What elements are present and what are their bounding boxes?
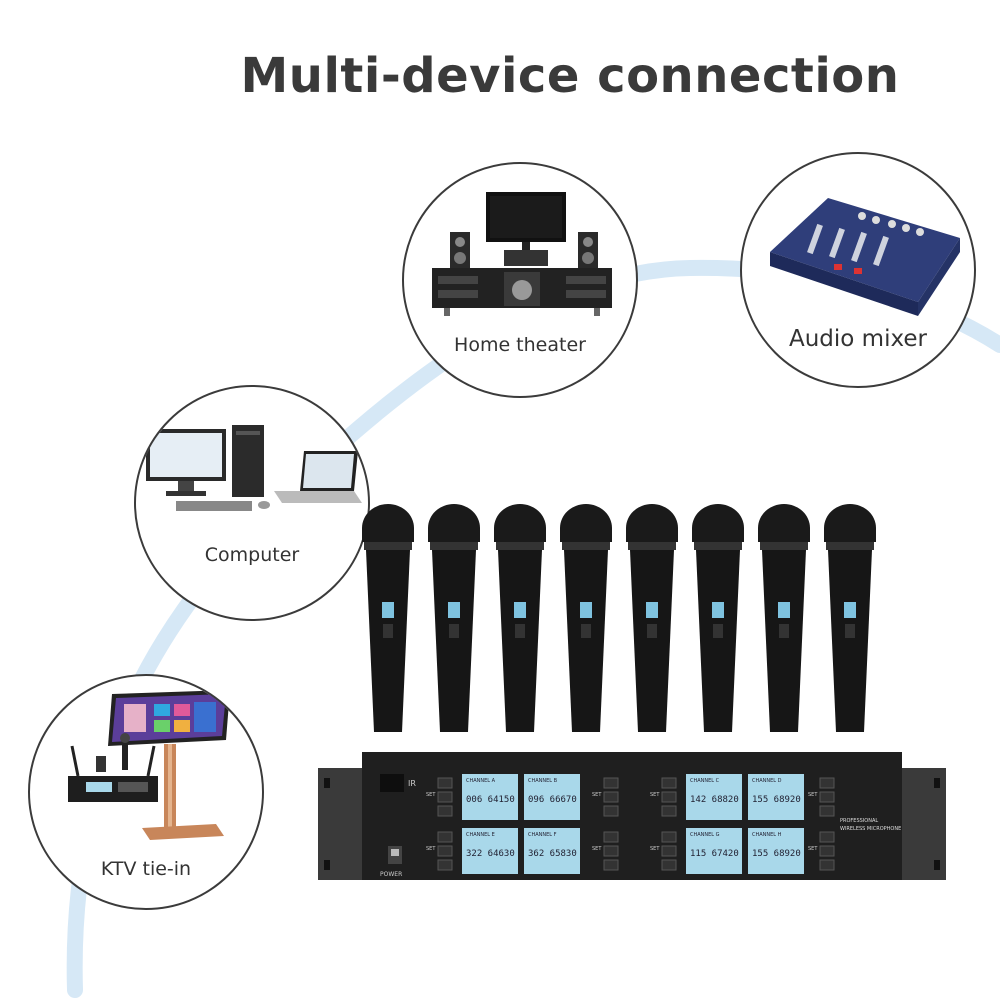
brand-line-1: PROFESSIONAL xyxy=(840,818,878,824)
set-label: SET xyxy=(592,846,602,852)
computer-label: Computer xyxy=(204,544,300,566)
audio-mixer-icon xyxy=(770,198,960,316)
channel-name: CHANNEL A xyxy=(466,778,496,784)
microphone xyxy=(824,504,876,732)
power-label: POWER xyxy=(380,871,402,878)
microphone xyxy=(692,504,744,732)
channel-name: CHANNEL H xyxy=(752,832,782,838)
home-theater-icon xyxy=(432,192,612,316)
set-button[interactable] xyxy=(603,805,619,817)
channel-frequency: 142 68820 xyxy=(690,795,739,805)
set-label: SET xyxy=(650,846,660,852)
lcd-screen xyxy=(462,828,518,874)
page-title: Multi-device connection xyxy=(240,48,900,104)
set-button[interactable] xyxy=(437,845,453,857)
set-button[interactable] xyxy=(661,777,677,789)
channel-frequency: 096 66670 xyxy=(528,795,577,805)
set-label: SET xyxy=(808,846,818,852)
set-button[interactable] xyxy=(437,859,453,871)
ktv-bubble: KTV tie-in xyxy=(28,674,264,910)
channel-display: CHANNEL B 096 66670 xyxy=(524,774,580,820)
microphone xyxy=(560,504,612,732)
brand-line-2: WIRELESS MICROPHONE xyxy=(840,826,901,832)
set-button[interactable] xyxy=(819,791,835,803)
set-button[interactable] xyxy=(819,845,835,857)
set-button[interactable] xyxy=(437,831,453,843)
channel-frequency: 155 68920 xyxy=(752,795,801,805)
home-theater-label: Home theater xyxy=(454,334,586,356)
set-button[interactable] xyxy=(661,791,677,803)
set-button[interactable] xyxy=(819,859,835,871)
lcd-screen xyxy=(462,774,518,820)
channel-display: CHANNEL E 322 64630 xyxy=(462,828,518,874)
ir-window xyxy=(380,774,404,792)
set-label: SET xyxy=(426,792,436,798)
channel-display: CHANNEL A 006 64150 xyxy=(462,774,518,820)
set-label: SET xyxy=(808,792,818,798)
set-label: SET xyxy=(650,792,660,798)
channel-frequency: 322 64630 xyxy=(466,849,515,859)
set-label: SET xyxy=(426,846,436,852)
microphone xyxy=(428,504,480,732)
channel-display: CHANNEL C 142 68820 xyxy=(686,774,742,820)
microphone xyxy=(758,504,810,732)
channel-name: CHANNEL D xyxy=(752,778,782,784)
channel-frequency: 006 64150 xyxy=(466,795,515,805)
set-button[interactable] xyxy=(437,777,453,789)
lcd-screen xyxy=(524,774,580,820)
lcd-screen xyxy=(524,828,580,874)
set-button[interactable] xyxy=(661,831,677,843)
set-button[interactable] xyxy=(661,859,677,871)
set-button[interactable] xyxy=(819,777,835,789)
lcd-screen xyxy=(686,774,742,820)
set-button[interactable] xyxy=(819,805,835,817)
set-button[interactable] xyxy=(603,845,619,857)
computer-bubble: Computer xyxy=(134,385,370,621)
set-button[interactable] xyxy=(603,859,619,871)
set-button[interactable] xyxy=(603,777,619,789)
channel-frequency: 155 68920 xyxy=(752,849,801,859)
set-button[interactable] xyxy=(603,791,619,803)
channel-name: CHANNEL B xyxy=(528,778,558,784)
lcd-screen xyxy=(748,828,804,874)
set-button[interactable] xyxy=(819,831,835,843)
channel-display: CHANNEL D 155 68920 xyxy=(748,774,804,820)
channel-display: CHANNEL F 362 65830 xyxy=(524,828,580,874)
channel-name: CHANNEL F xyxy=(528,832,557,838)
audio-mixer-bubble: Audio mixer xyxy=(740,152,976,388)
ktv-icon xyxy=(68,690,230,840)
set-button[interactable] xyxy=(437,791,453,803)
channel-display: CHANNEL H 155 68920 xyxy=(748,828,804,874)
audio-mixer-label: Audio mixer xyxy=(789,326,927,352)
ktv-label: KTV tie-in xyxy=(100,858,192,880)
set-button[interactable] xyxy=(661,805,677,817)
lcd-screen xyxy=(686,828,742,874)
channel-frequency: 362 65830 xyxy=(528,849,577,859)
home-theater-bubble: Home theater xyxy=(402,162,638,398)
receiver-unit: IR POWER PROFESSIONAL WIRELESS MICROPHON… xyxy=(318,752,946,880)
set-button[interactable] xyxy=(437,805,453,817)
computer-icon xyxy=(146,425,362,511)
channel-name: CHANNEL E xyxy=(466,832,495,838)
microphone-row xyxy=(362,504,876,732)
microphone xyxy=(494,504,546,732)
set-button[interactable] xyxy=(603,831,619,843)
set-label: SET xyxy=(592,792,602,798)
microphone xyxy=(626,504,678,732)
channel-display: CHANNEL G 115 67420 xyxy=(686,828,742,874)
channel-name: CHANNEL G xyxy=(690,832,720,838)
channel-name: CHANNEL C xyxy=(690,778,720,784)
set-button[interactable] xyxy=(661,845,677,857)
lcd-screen xyxy=(748,774,804,820)
ir-label: IR xyxy=(408,779,416,788)
channel-frequency: 115 67420 xyxy=(690,849,739,859)
microphone xyxy=(362,504,414,732)
